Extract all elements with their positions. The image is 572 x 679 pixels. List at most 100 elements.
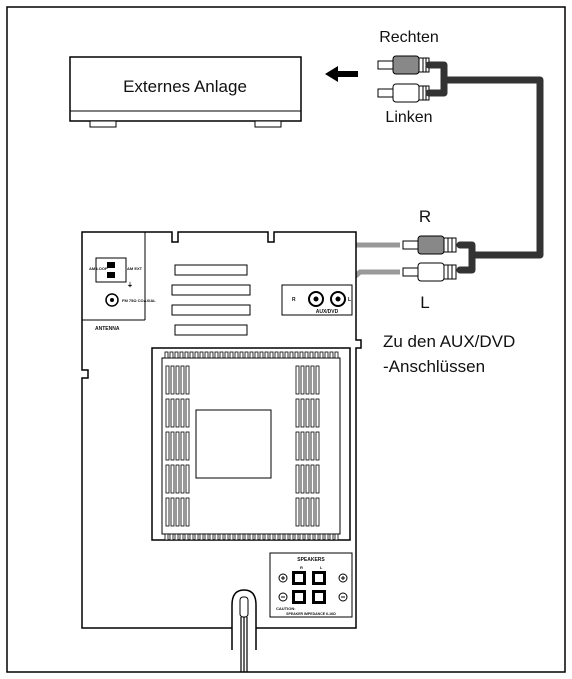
vent-slot <box>300 398 305 428</box>
vent-slot <box>310 398 315 428</box>
vent-slot <box>170 365 175 395</box>
vent-slot <box>264 533 269 541</box>
vent-slot <box>184 351 189 359</box>
vent-slot <box>180 398 185 428</box>
aux-dvd-panel: R L AUX/DVD <box>281 284 353 316</box>
vent-slot <box>295 464 300 494</box>
vent-slot <box>179 351 184 359</box>
vent-slot <box>229 533 234 541</box>
speakers-title: SPEAKERS <box>297 557 325 563</box>
vent-slot <box>295 398 300 428</box>
outer-frame <box>6 6 566 673</box>
vent-slot <box>199 533 204 541</box>
vent-slot <box>170 431 175 461</box>
right-plug-label: Rechten <box>379 29 439 46</box>
vent-slot <box>269 351 274 359</box>
vent-slot <box>299 351 304 359</box>
vent-slot <box>319 351 324 359</box>
vent-slots-upper <box>171 264 251 336</box>
vent-slot <box>170 497 175 527</box>
power-cord <box>231 589 257 672</box>
vent-slot <box>185 431 190 461</box>
vent-slot <box>169 533 174 541</box>
vent-slot <box>185 464 190 494</box>
vent-slot <box>289 351 294 359</box>
vent-slot <box>214 533 219 541</box>
vent-slot <box>189 351 194 359</box>
vent-slot <box>239 351 244 359</box>
vent-slot <box>259 533 264 541</box>
vent-slot <box>209 533 214 541</box>
vent-slot <box>180 464 185 494</box>
vent-slot <box>309 351 314 359</box>
vent-slot <box>249 351 254 359</box>
external-device-label: Externes Anlage <box>123 77 247 96</box>
vent-slot <box>329 533 334 541</box>
vent-slot <box>314 351 319 359</box>
vent-slot <box>175 497 180 527</box>
vent-slot <box>305 464 310 494</box>
vent-slot <box>239 533 244 541</box>
vent-slot <box>309 533 314 541</box>
vent-slot <box>305 431 310 461</box>
vent-slot <box>165 464 170 494</box>
vent-slot <box>300 365 305 395</box>
vent-slot <box>199 351 204 359</box>
vent-slot <box>324 533 329 541</box>
speakers-panel: SPEAKERS R L CAUTION: SPEAKER IMPEDANCE … <box>269 552 353 618</box>
vent-slot <box>224 533 229 541</box>
vent-slot <box>315 365 320 395</box>
vent-slot <box>170 464 175 494</box>
vent-slot <box>310 497 315 527</box>
vent-slot <box>164 351 169 359</box>
am-loop-label: AM LOOP <box>89 266 108 271</box>
vent-slot <box>165 497 170 527</box>
vent-slot <box>259 351 264 359</box>
vent-slot <box>189 533 194 541</box>
impedance-label: SPEAKER IMPEDANCE 6-16Ω <box>286 612 336 616</box>
vent-slot <box>324 351 329 359</box>
vent-slot <box>289 533 294 541</box>
vent-slot <box>185 398 190 428</box>
vent-slot <box>329 351 334 359</box>
r-label: R <box>419 207 431 226</box>
vent-slot <box>244 533 249 541</box>
vent-slot <box>299 533 304 541</box>
antenna-section: AM LOOP AM EXT ⏚ FM 75Ω COAXIAL ANTENNA <box>89 257 156 332</box>
direction-arrow-icon <box>325 66 358 82</box>
vent-slot <box>284 351 289 359</box>
vent-slot <box>234 533 239 541</box>
vent-slot <box>305 398 310 428</box>
vent-slot <box>295 365 300 395</box>
vent-slot <box>314 533 319 541</box>
vent-slot <box>304 533 309 541</box>
vent-slot <box>254 351 259 359</box>
vent-slot <box>164 533 169 541</box>
vent-slot <box>185 365 190 395</box>
vent-slot <box>300 431 305 461</box>
vent-slot <box>264 351 269 359</box>
vent-slot <box>284 533 289 541</box>
vent-slot <box>175 398 180 428</box>
vent-slot <box>234 351 239 359</box>
aux-note-line2: -Anschlüssen <box>383 357 485 376</box>
vent-slot <box>295 497 300 527</box>
vent-slot <box>295 431 300 461</box>
rca-plug-left-bottom <box>402 262 457 282</box>
vent-slot <box>315 497 320 527</box>
vent-slot <box>244 351 249 359</box>
vent-slot <box>279 351 284 359</box>
vent-slot <box>175 464 180 494</box>
vent-slot <box>174 533 179 541</box>
vent-slot <box>194 533 199 541</box>
rca-plug-left-top <box>377 83 430 103</box>
vent-slot <box>300 464 305 494</box>
aux-panel-title: AUX/DVD <box>316 309 339 315</box>
vent-slot <box>334 351 339 359</box>
vent-slot <box>165 365 170 395</box>
vent-slot <box>214 351 219 359</box>
vent-slot <box>180 497 185 527</box>
fm-label: FM 75Ω COAXIAL <box>122 298 156 303</box>
